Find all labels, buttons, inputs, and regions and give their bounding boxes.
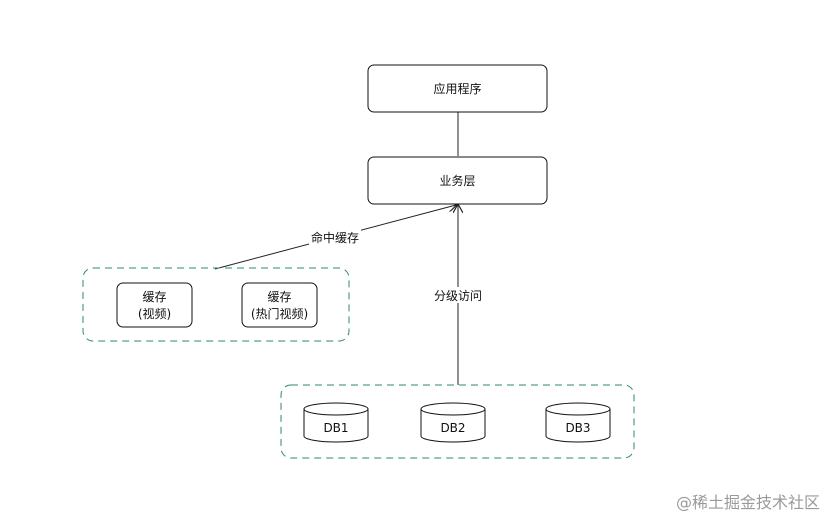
app-node: 应用程序 xyxy=(367,64,548,113)
cache-hit-label-group: 命中缓存 xyxy=(309,229,361,245)
business-layer-node: 业务层 xyxy=(367,156,548,205)
db2-cylinder: DB2 xyxy=(420,402,486,443)
db2-label: DB2 xyxy=(440,421,465,435)
cache-hot-line2: (热门视频) xyxy=(251,306,308,321)
watermark-text: @稀土掘金技术社区 xyxy=(675,493,820,512)
db3-label: DB3 xyxy=(565,421,590,435)
database-group: DB1 DB2 DB3 xyxy=(280,384,635,459)
cache-hit-label: 命中缓存 xyxy=(311,230,359,245)
cache-group: 缓存 (视频) 缓存 (热门视频) xyxy=(82,267,350,342)
db1-label: DB1 xyxy=(323,421,348,435)
tiered-access-label: 分级访问 xyxy=(434,289,482,303)
business-layer-label: 业务层 xyxy=(439,173,475,188)
app-node-label: 应用程序 xyxy=(433,81,481,96)
cache-hot-line1: 缓存 xyxy=(267,290,291,304)
cache-video-line2: (视频) xyxy=(138,306,171,321)
db1-cylinder: DB1 xyxy=(303,402,369,443)
tiered-access-label-group: 分级访问 xyxy=(431,287,485,303)
db3-cylinder: DB3 xyxy=(545,402,611,443)
cache-video-node: 缓存 (视频) xyxy=(116,282,193,328)
cache-video-line1: 缓存 xyxy=(142,290,166,304)
cache-hot-video-node: 缓存 (热门视频) xyxy=(241,282,318,328)
